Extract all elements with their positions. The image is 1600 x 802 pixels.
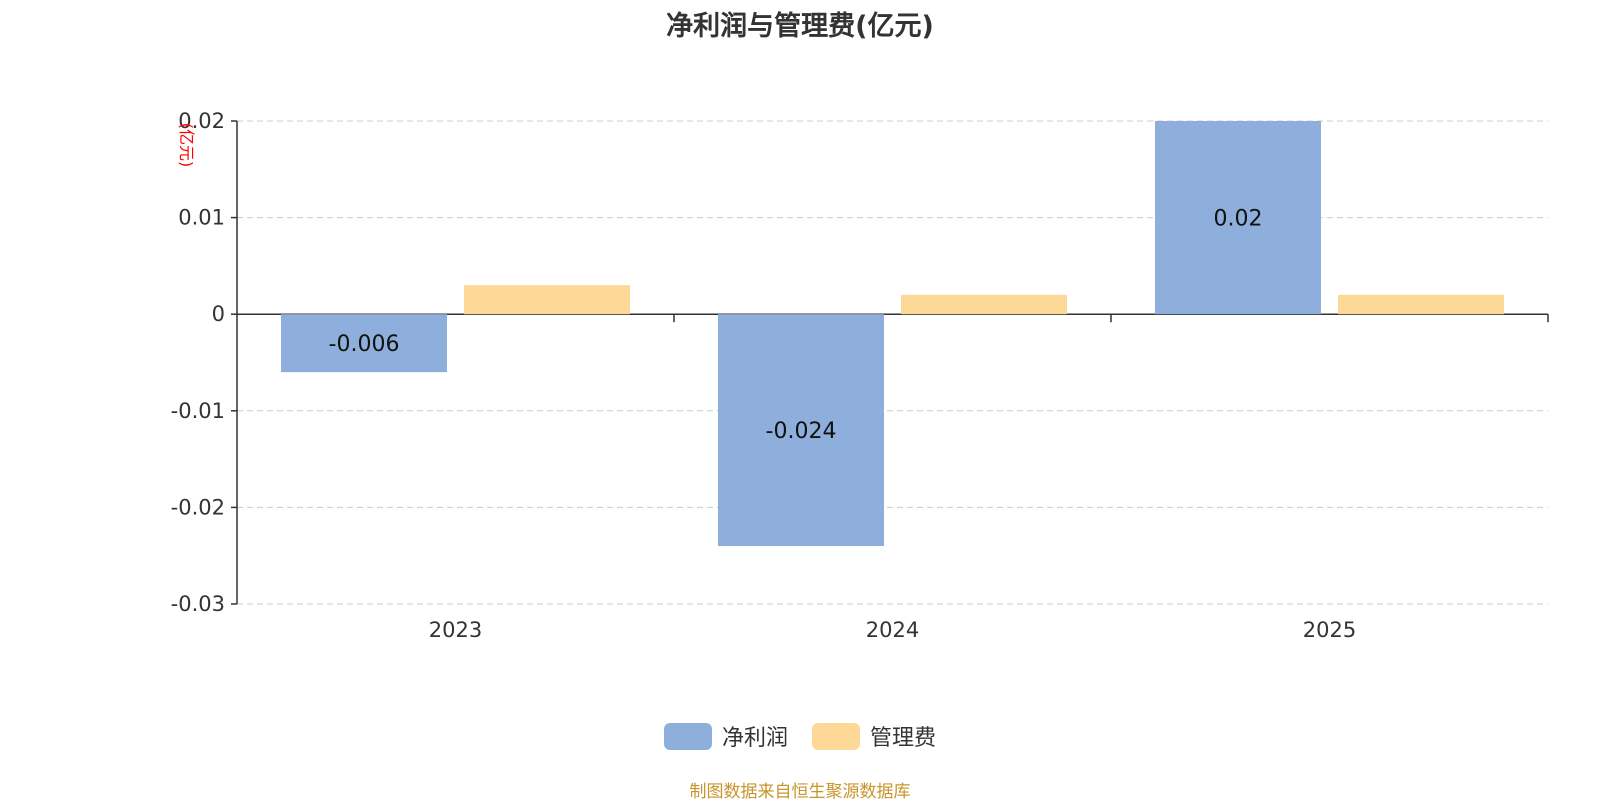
x-tick-label: 2023	[429, 618, 482, 642]
y-tick-label: -0.03	[171, 592, 225, 616]
legend-label-admin-expense: 管理费	[870, 726, 937, 751]
bar-admin-expense	[901, 294, 1067, 315]
legend-label-net-profit: 净利润	[721, 726, 788, 751]
bar-admin-expense	[464, 285, 630, 315]
legend-swatch-net-profit	[663, 722, 712, 750]
bar-admin-expense	[1338, 294, 1504, 315]
legend-item-admin-expense[interactable]: 管理费	[812, 720, 936, 752]
data-source-note: 制图数据来自恒生聚源数据库	[689, 782, 911, 802]
x-tick-label: 2024	[866, 618, 919, 642]
chart-title: 净利润与管理费(亿元)	[666, 11, 934, 42]
bar-data-label: 0.02	[1214, 207, 1263, 232]
bar-data-label: -0.024	[766, 419, 837, 444]
y-tick-label: -0.01	[171, 399, 225, 423]
y-tick-label: 0.01	[178, 206, 225, 230]
bar-net-profit	[281, 314, 447, 373]
y-tick-label: 0	[212, 302, 225, 326]
legend[interactable]: 净利润 管理费	[0, 720, 1600, 752]
bar-net-profit	[1155, 121, 1321, 315]
y-tick-label: -0.02	[171, 495, 225, 519]
y-axis-unit-label: (亿元)	[177, 123, 196, 168]
bar-data-label: -0.006	[329, 332, 400, 357]
y-tick-label: 0.02	[178, 109, 225, 133]
legend-swatch-admin-expense	[812, 722, 860, 750]
x-tick-label: 2025	[1303, 618, 1356, 642]
bar-net-profit	[718, 314, 884, 547]
legend-item-net-profit[interactable]: 净利润	[663, 720, 788, 752]
